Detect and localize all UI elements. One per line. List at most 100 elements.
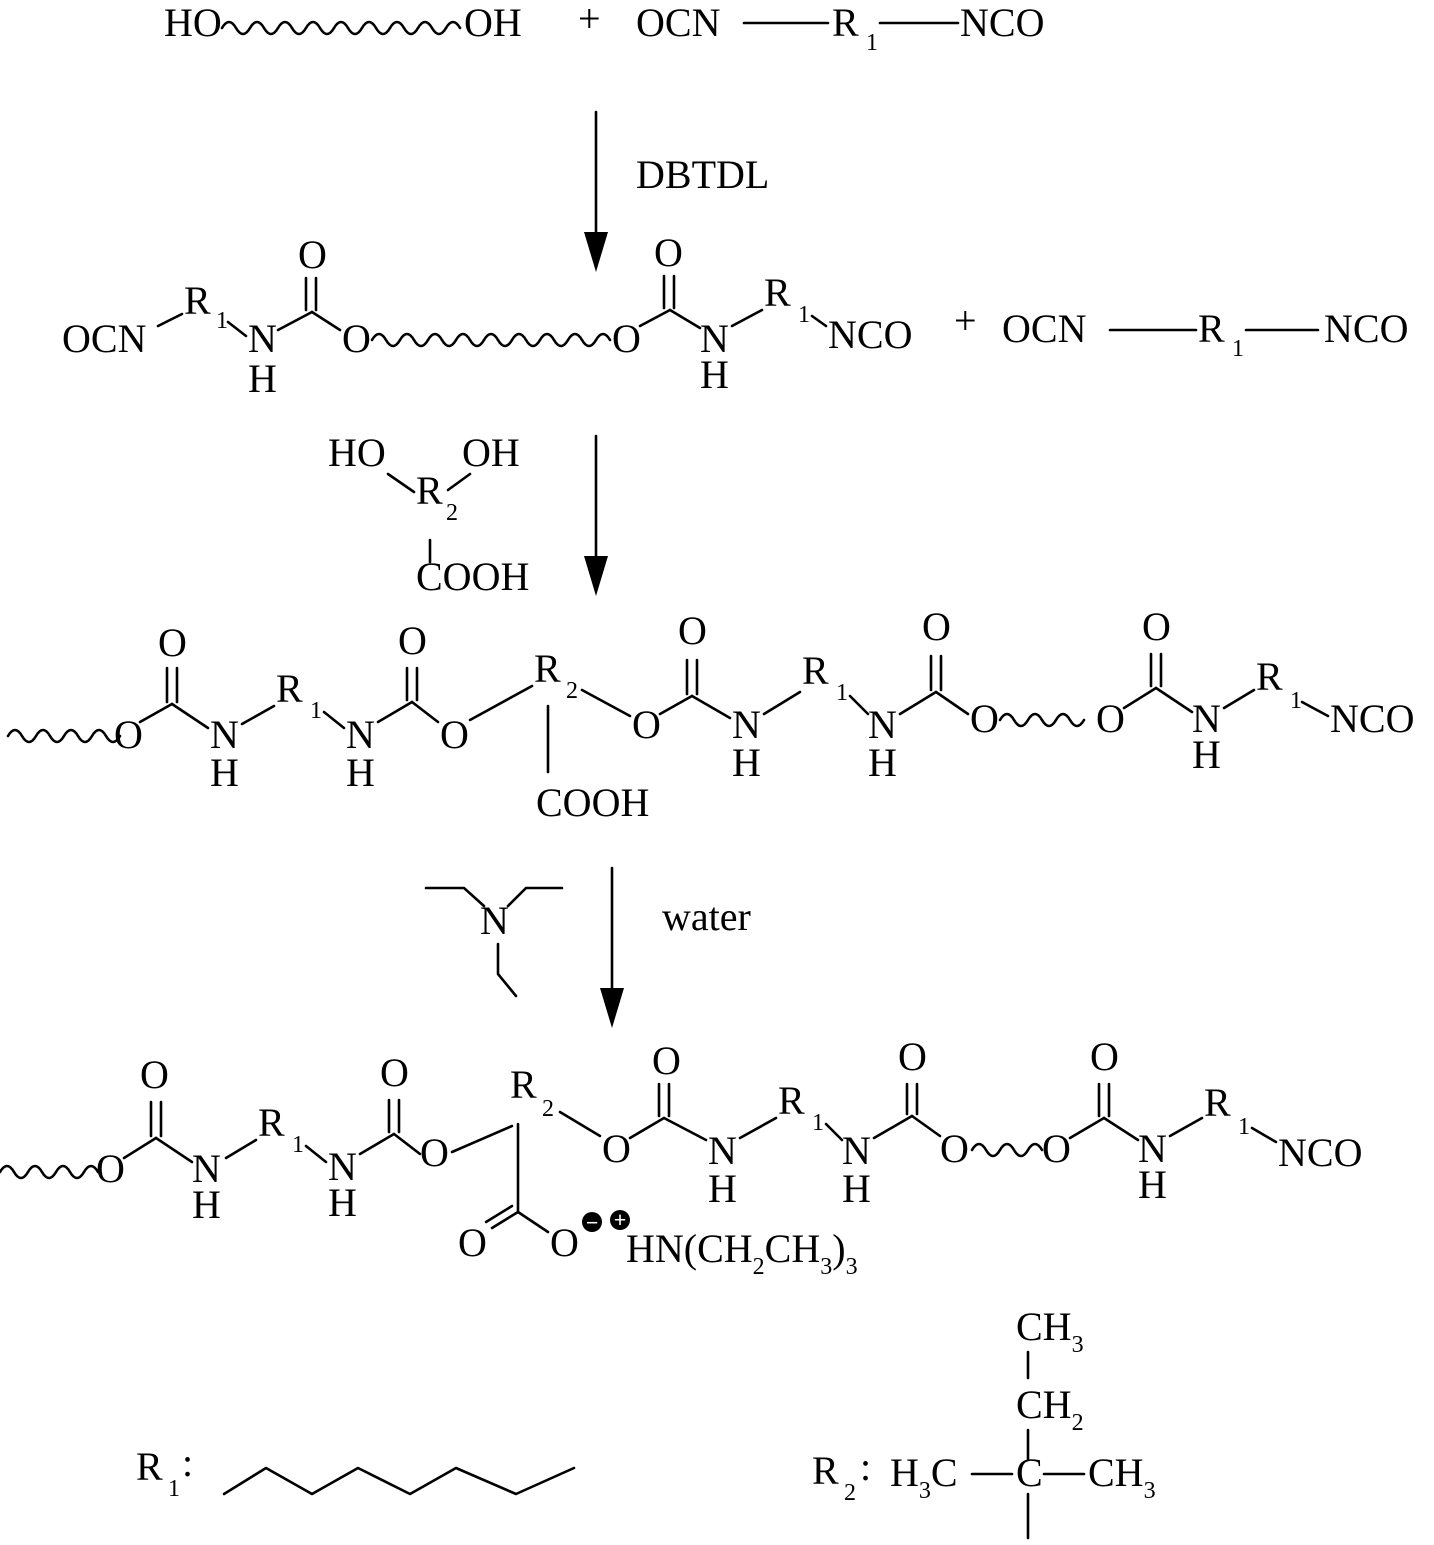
oxygen-label: O xyxy=(922,604,951,649)
oxygen-label: O xyxy=(940,1126,969,1171)
nitrogen-label: N xyxy=(480,898,509,943)
hydrogen-label: H xyxy=(248,356,277,401)
methylene-label: CH2 xyxy=(1016,1382,1084,1436)
oxygen-label: O xyxy=(602,1126,631,1171)
catalyst-label: DBTDL xyxy=(636,152,769,197)
isocyanate-label: NCO xyxy=(828,312,912,357)
arrow-head xyxy=(600,988,624,1028)
hydrogen-label: H xyxy=(1192,732,1221,777)
reaction-arrow-1: DBTDL xyxy=(584,110,769,272)
subscript: 1 xyxy=(798,302,810,328)
r2-label: R xyxy=(510,1062,537,1107)
nitrogen-label: N xyxy=(248,316,277,361)
subscript: 1 xyxy=(168,1476,180,1502)
polyol-chain-wave xyxy=(220,20,462,36)
dmpa-reagent: HO OH R 2 COOH xyxy=(328,430,529,599)
positive-charge-icon xyxy=(610,1210,630,1230)
colon: : xyxy=(860,1444,871,1489)
subscript: 1 xyxy=(1238,1114,1250,1140)
carboxyl-label: COOH xyxy=(536,780,649,825)
r2-label: R xyxy=(416,468,443,513)
neutralized-ionomer-row: O O N H R 1 N H O O R 2 O O − + HN(CH2CH… xyxy=(0,1034,1362,1280)
hydrogen-label: H xyxy=(346,750,375,795)
nitrogen-label: N xyxy=(868,702,897,747)
hydroxyl-label: HO xyxy=(164,0,222,45)
subscript: 2 xyxy=(844,1480,856,1506)
nitrogen-label: N xyxy=(328,1144,357,1189)
hydroxyl-label: HO xyxy=(328,430,386,475)
oxygen-label: O xyxy=(612,316,641,361)
methyl-label: H3C xyxy=(890,1450,958,1504)
isocyanate-label: OCN xyxy=(1002,306,1086,351)
r1-definition: R 1 : xyxy=(136,1440,576,1502)
hydrogen-label: H xyxy=(328,1180,357,1225)
oxygen-label: O xyxy=(140,1052,169,1097)
nitrogen-label: N xyxy=(700,316,729,361)
polyol-chain-wave xyxy=(370,332,612,348)
methyl-label: CH3 xyxy=(1016,1304,1084,1358)
hydrogen-label: H xyxy=(732,740,761,785)
hexamethylene-zigzag xyxy=(222,1466,576,1496)
isocyanate-label: NCO xyxy=(960,0,1044,45)
prepolymer-row: OCN R 1 N H O O O O N H R 1 NCO + OCN R … xyxy=(62,230,1408,401)
polyol-chain-wave xyxy=(970,1142,1044,1158)
hydrogen-label: H xyxy=(842,1166,871,1211)
oxygen-label: O xyxy=(1096,696,1125,741)
plus-sign: + xyxy=(578,0,601,41)
carboxyl-label: COOH xyxy=(416,554,529,599)
r2-label: R xyxy=(534,646,561,691)
nitrogen-label: N xyxy=(346,712,375,757)
oxygen-label: O xyxy=(898,1034,927,1079)
r2-definition: R 2 : CH3 CH2 H3C C CH3 xyxy=(812,1304,1156,1540)
positive-charge-symbol: + xyxy=(614,1207,627,1232)
r1-label: R xyxy=(778,1078,805,1123)
r1-label: R xyxy=(764,270,791,315)
polyol-chain-wave xyxy=(6,728,122,744)
hydroxyl-label: OH xyxy=(464,0,522,45)
subscript: 1 xyxy=(1232,336,1244,362)
arrow-head xyxy=(584,556,608,596)
hydrogen-label: H xyxy=(708,1166,737,1211)
quaternary-carbon-label: C xyxy=(1016,1450,1043,1495)
oxygen-label: O xyxy=(440,712,469,757)
oxygen-label: O xyxy=(1090,1034,1119,1079)
isocyanate-label: NCO xyxy=(1324,306,1408,351)
isocyanate-label: NCO xyxy=(1278,1130,1362,1175)
subscript: 2 xyxy=(566,678,578,704)
oxygen-label: O xyxy=(458,1220,487,1265)
nitrogen-label: N xyxy=(1138,1126,1167,1171)
reaction-arrow-3: water N xyxy=(424,866,751,1028)
subscript: 1 xyxy=(866,30,878,56)
oxygen-label: O xyxy=(1142,604,1171,649)
oxygen-label: O xyxy=(970,696,999,741)
oxygen-label: O xyxy=(342,316,371,361)
oxygen-label: O xyxy=(652,1038,681,1083)
subscript: 1 xyxy=(216,308,228,334)
oxygen-label: O xyxy=(158,620,187,665)
hydrogen-label: H xyxy=(192,1182,221,1227)
r1-label: R xyxy=(136,1444,163,1489)
oxygen-label: O xyxy=(420,1130,449,1175)
nitrogen-label: N xyxy=(1192,696,1221,741)
reaction-arrow-2: HO OH R 2 COOH xyxy=(328,430,608,599)
oxygen-label: O xyxy=(678,608,707,653)
hydrogen-label: H xyxy=(700,352,729,397)
subscript: 1 xyxy=(836,680,848,706)
hydrogen-label: H xyxy=(210,750,239,795)
nitrogen-label: N xyxy=(708,1128,737,1173)
isocyanate-label: OCN xyxy=(62,316,146,361)
r1-label: R xyxy=(1256,654,1283,699)
oxygen-label: O xyxy=(298,232,327,277)
subscript: 2 xyxy=(542,1096,554,1122)
isocyanate-label: NCO xyxy=(1330,696,1414,741)
subscript: 1 xyxy=(1290,688,1302,714)
subscript: 1 xyxy=(292,1132,304,1158)
oxygen-label: O xyxy=(654,230,683,275)
r1-label: R xyxy=(1204,1080,1231,1125)
r1-label: R xyxy=(276,666,303,711)
oxygen-label: O xyxy=(114,712,143,757)
colon: : xyxy=(182,1440,193,1485)
nitrogen-label: N xyxy=(192,1146,221,1191)
arrow-head xyxy=(584,232,608,272)
oxygen-label: O xyxy=(632,702,661,747)
